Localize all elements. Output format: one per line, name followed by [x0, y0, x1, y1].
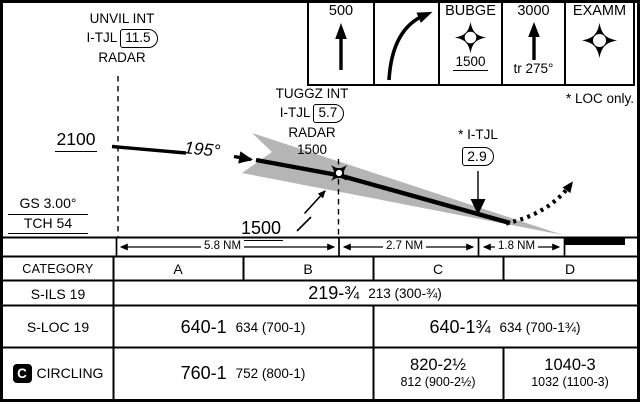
- level-segment-line: [111, 144, 187, 155]
- min-altitude-1500: 1500: [228, 217, 294, 241]
- circling-c-minima-cell: 820-2½ 812 (900-2½): [373, 348, 503, 398]
- runway-bar: [564, 237, 625, 245]
- sils-minima-sub: 213 (300-¾): [368, 286, 442, 301]
- missed-approach-icon-boxes: 500 BUBGE 1500 3000: [307, 0, 635, 86]
- climb-altitude-label: 500: [328, 3, 354, 19]
- itjl-29-block: * I-TJL 2.9: [432, 127, 524, 167]
- up-arrow-icon: [335, 22, 347, 70]
- unvil-fix-name: UNVIL INT: [89, 11, 155, 26]
- gs-tch-block: GS 3.00° TCH 54: [8, 195, 88, 234]
- fix-star-icon: [581, 22, 618, 59]
- altitude-2100: 2100: [44, 129, 108, 152]
- tuggz-fix-star-icon: [330, 164, 348, 182]
- final-approach-course: 195°: [183, 137, 222, 161]
- distance-label-2: 2.7 NM: [383, 240, 427, 252]
- sils-minima-main: 219-¾: [308, 283, 360, 303]
- threshold-crossing-height: TCH 54: [8, 215, 88, 234]
- circling-ab-minima-cell: 760-1 752 (800-1): [113, 348, 373, 398]
- circling-c-icon: C: [12, 363, 32, 383]
- unvil-dme-prefix: I-TJL: [86, 29, 118, 45]
- tuggz-dme-box: 5.7: [313, 103, 345, 123]
- sloc-cd-minima-cell: 640-1¾ 634 (700-1¾): [373, 306, 637, 348]
- circling-row-label: C CIRCLING: [3, 348, 113, 398]
- fix-min-altitude: 1500: [453, 53, 488, 71]
- sils-minima-cell: 219-¾ 213 (300-¾): [113, 281, 637, 306]
- itjl-label: * I-TJL: [458, 127, 498, 142]
- itjl-pointer-arrowhead: [470, 199, 486, 215]
- distance-label-3: 1.8 NM: [495, 240, 539, 252]
- track-label: tr 275°: [513, 60, 554, 76]
- min-alt-zigzag-2: [303, 190, 326, 215]
- sloc-row-label: S-LOC 19: [26, 319, 90, 335]
- climbing-right-turn-arrow-icon: [386, 11, 432, 81]
- circling-d-minima-cell: 1040-3 1032 (1100-3): [503, 348, 637, 398]
- missed-approach-box-climb-3000: 3000 tr 275°: [501, 0, 566, 86]
- sloc-cd-main: 640-1¾: [429, 316, 491, 337]
- course-arrow-line: [233, 151, 254, 164]
- col-header-c: C: [432, 261, 444, 277]
- up-arrow-icon: [527, 21, 540, 60]
- glideslope-shaded-wedge: [242, 133, 563, 235]
- circling-d-main: 1040-3: [544, 356, 596, 375]
- circling-label-text: CIRCLING: [36, 365, 104, 381]
- tuggz-radar-label: RADAR: [288, 124, 336, 140]
- circling-c-sub: 812 (900-2½): [400, 375, 476, 390]
- missed-approach-box-turn: [373, 0, 440, 86]
- itjl-dme-box: 2.9: [462, 146, 494, 167]
- circling-d-sub: 1032 (1100-3): [531, 375, 609, 390]
- unvil-dme-box: 11.5: [120, 28, 158, 48]
- loc-only-note: * LOC only.: [565, 91, 634, 106]
- min-alt-zigzag-1: [296, 216, 312, 232]
- climb-altitude-label: 3000: [517, 3, 550, 19]
- fix-name-label: EXAMM: [572, 3, 627, 19]
- fix-name-label: BUBGE: [445, 3, 496, 19]
- tuggz-fix-name: TUGGZ INT: [275, 86, 349, 101]
- circling-ab-main: 760-1: [180, 362, 227, 383]
- sils-row-label: S-ILS 19: [30, 285, 86, 302]
- itjl-dme-line: 2.9: [432, 146, 524, 167]
- missed-approach-box-bubge: BUBGE 1500: [438, 0, 503, 86]
- sloc-ab-minima-cell: 640-1 634 (700-1): [113, 306, 373, 348]
- circling-c-main: 820-2½: [410, 356, 466, 375]
- col-header-b: B: [303, 261, 313, 277]
- distance-label-1: 5.8 NM: [201, 240, 245, 252]
- missed-approach-box-climb-500: 500: [307, 0, 375, 86]
- sloc-cd-sub: 634 (700-1¾): [499, 319, 581, 335]
- tuggz-crossing-altitude: 1500: [296, 141, 328, 157]
- col-header-a: A: [173, 261, 183, 277]
- fix-star-icon: [454, 21, 487, 54]
- glideslope-angle: GS 3.00°: [8, 195, 88, 215]
- missed-approach-box-examm: EXAMM: [564, 0, 635, 86]
- sloc-ab-sub: 634 (700-1): [235, 319, 306, 335]
- missed-approach-dotted-arrow: [505, 181, 573, 226]
- circling-ab-sub: 752 (800-1): [235, 365, 306, 381]
- unvil-radar-label: RADAR: [98, 49, 146, 65]
- col-header-d: D: [564, 261, 576, 277]
- category-header: CATEGORY: [22, 262, 94, 276]
- tuggz-dme-prefix: I-TJL: [279, 104, 311, 120]
- sloc-ab-main: 640-1: [180, 316, 227, 337]
